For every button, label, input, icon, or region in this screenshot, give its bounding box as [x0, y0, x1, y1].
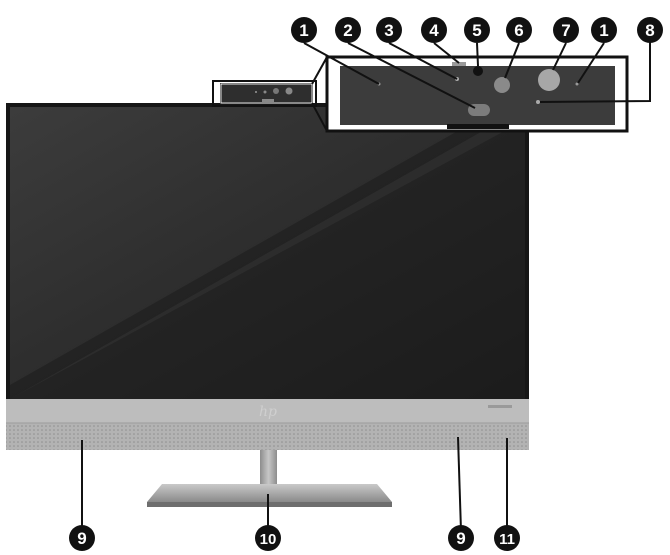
leader-lines: [81, 41, 651, 532]
camera-detail-bottom-bar: [447, 124, 509, 129]
callout-7: 7: [553, 17, 579, 43]
svg-text:4: 4: [429, 21, 439, 40]
svg-text:3: 3: [384, 21, 393, 40]
callout-5: 5: [464, 17, 490, 43]
svg-text:10: 10: [260, 531, 277, 548]
svg-text:2: 2: [343, 21, 352, 40]
camera-lens: [473, 66, 483, 76]
svg-text:9: 9: [456, 529, 465, 548]
power-button[interactable]: [488, 405, 512, 408]
camera-light: [494, 77, 510, 93]
svg-text:7: 7: [561, 21, 570, 40]
screen-shadow: [10, 120, 525, 399]
svg-text:1: 1: [599, 21, 608, 40]
callout-6: 6: [506, 17, 532, 43]
callout-1-top-right: 1: [591, 17, 617, 43]
svg-text:6: 6: [514, 21, 523, 40]
screen-reflection: [10, 107, 525, 399]
privacy-shutter[interactable]: [452, 62, 466, 66]
callout-10: 10: [255, 525, 281, 551]
hp-logo: hp: [259, 404, 277, 420]
speaker-bar: hp: [6, 399, 529, 450]
zoom-connector: [212, 56, 328, 132]
monitor-stand: [147, 450, 392, 507]
microphone-right: [575, 82, 579, 86]
monitor-display: [6, 103, 529, 403]
ambient-light-sensor: [536, 100, 540, 104]
svg-text:8: 8: [645, 21, 654, 40]
callout-1-top-left: 1: [291, 17, 317, 43]
callout-11: 11: [494, 525, 520, 551]
svg-text:5: 5: [472, 21, 481, 40]
callout-9-right: 9: [448, 525, 474, 551]
svg-text:9: 9: [77, 529, 86, 548]
stand-base: [147, 484, 392, 502]
stand-neck: [260, 450, 277, 485]
callout-2: 2: [335, 17, 361, 43]
callout-9-left: 9: [69, 525, 95, 551]
callout-4: 4: [421, 17, 447, 43]
svg-text:1: 1: [299, 21, 308, 40]
pop-up-camera-small: [220, 83, 313, 104]
callout-3: 3: [376, 17, 402, 43]
svg-text:11: 11: [499, 531, 515, 548]
speaker-bar-top: [6, 399, 529, 423]
ir-camera: [538, 69, 560, 91]
callout-8: 8: [637, 17, 663, 43]
camera-detail: [325, 55, 629, 133]
speaker-grille: [6, 423, 529, 450]
